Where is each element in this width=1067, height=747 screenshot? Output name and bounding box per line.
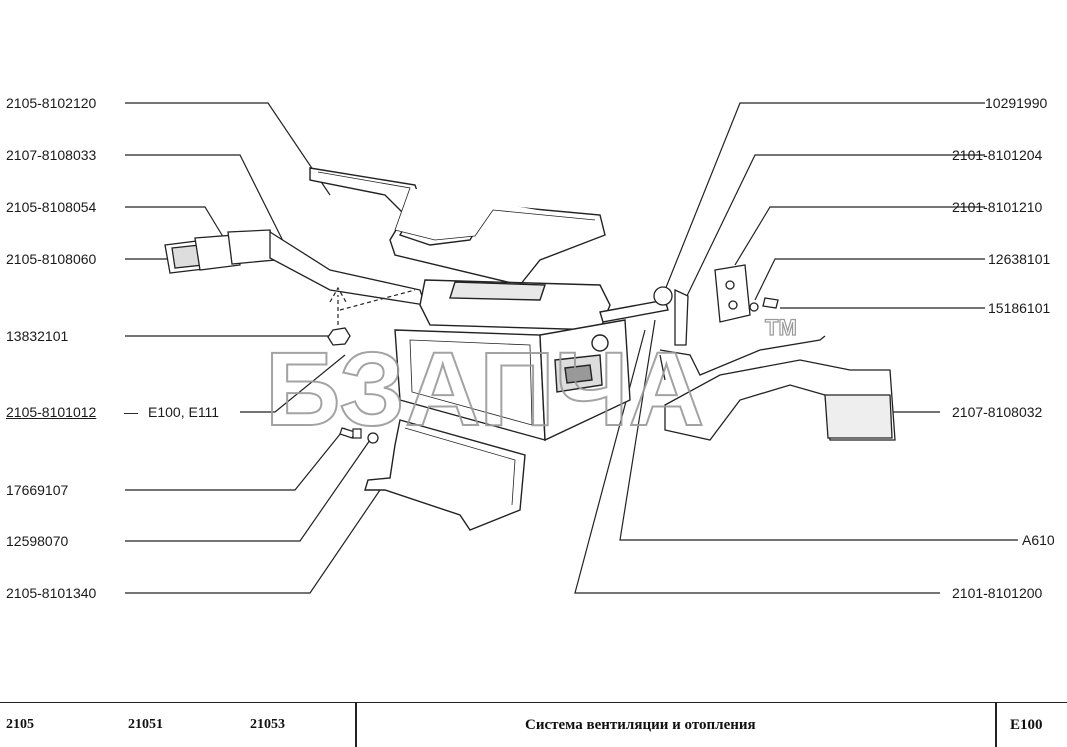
footer-code: E100 — [1010, 717, 1043, 733]
right-parts — [653, 264, 896, 441]
left-air-ducts — [164, 229, 426, 306]
leader-12638101 — [754, 258, 985, 301]
label-10291990: 10291990 — [985, 95, 1048, 111]
label-12638101: 12638101 — [988, 251, 1051, 267]
label-12598070: 12598070 — [6, 533, 69, 549]
label-2101-8101204: 2101-8101204 — [952, 147, 1043, 163]
label-2105-8108060: 2105-8108060 — [6, 251, 97, 267]
watermark-text: БЗАПЧА — [265, 331, 704, 448]
footer-divider-left — [355, 703, 357, 747]
washer-12598070 — [367, 432, 379, 444]
leader-2101-8101200 — [574, 329, 940, 594]
arrow-dashed — [329, 286, 347, 325]
leader-2101-8101204 — [684, 154, 985, 301]
label-17669107: 17669107 — [6, 482, 69, 498]
footer-model-21053: 21053 — [250, 717, 285, 732]
label-2101-8101200: 2101-8101200 — [952, 585, 1043, 601]
leader-10291990 — [664, 102, 985, 291]
label-2107-8108033: 2107-8108033 — [6, 147, 97, 163]
footer-model-2105: 2105 — [6, 717, 34, 732]
label-e100-e111: E100, E111 — [148, 404, 220, 420]
arrow-dashed-2 — [339, 289, 416, 311]
top-seal — [309, 167, 606, 286]
label-2105-8101340: 2105-8101340 — [6, 585, 97, 601]
label-13832101: 13832101 — [6, 328, 69, 344]
footer-divider-right — [995, 703, 997, 747]
label-2105-8108054: 2105-8108054 — [6, 199, 97, 215]
label-2105-8102120: 2105-8102120 — [6, 95, 97, 111]
leader-2101-8101210 — [734, 206, 985, 266]
nut-13832101 — [327, 327, 351, 346]
label-dash: — — [124, 404, 138, 420]
footer-model-21051: 21051 — [128, 717, 163, 732]
footer-bar: 2105 21051 21053 Система вентиляции и от… — [0, 702, 1067, 747]
leader-2107-8108033 — [125, 154, 286, 246]
watermark-tm: TM — [765, 315, 797, 340]
footer-title: Система вентиляции и отопления — [525, 717, 756, 733]
leader-2105-8101340 — [125, 489, 381, 594]
cover-plate — [364, 419, 526, 531]
heater-box — [394, 279, 669, 442]
leader-e100 — [240, 354, 346, 413]
label-2101-8101210: 2101-8101210 — [952, 199, 1043, 215]
leader-12598070 — [125, 439, 371, 542]
leader-a610 — [619, 319, 1018, 541]
label-15186101: 15186101 — [988, 300, 1051, 316]
label-a610: A610 — [1022, 532, 1055, 548]
screw-17669107 — [339, 427, 362, 439]
leader-17669107 — [125, 427, 346, 491]
leader-2105-8108054 — [125, 206, 226, 241]
parts-diagram: БЗАПЧА TM — [125, 102, 1018, 594]
label-2107-8108032: 2107-8108032 — [952, 404, 1043, 420]
leader-2105-8102120 — [125, 102, 331, 196]
label-2105-8101012: 2105-8101012 — [6, 404, 97, 420]
